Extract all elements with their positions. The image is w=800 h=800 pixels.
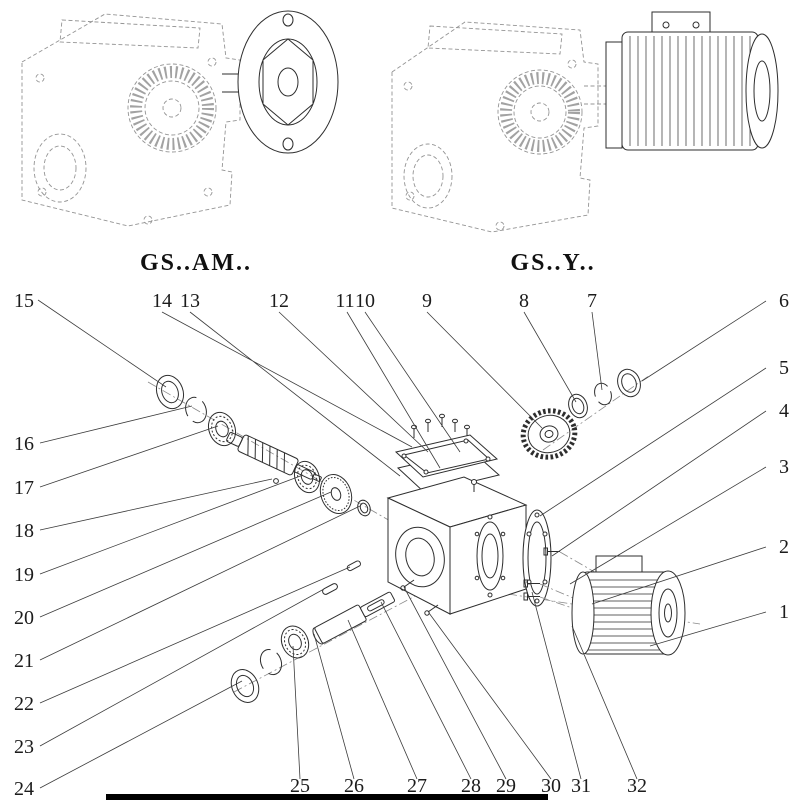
motor-adapter-flange <box>522 509 552 607</box>
motor-assembled <box>605 11 779 151</box>
callout-numbers: 1 2 3 4 5 6 7 8 9 10 11 12 13 14 15 16 1… <box>14 290 789 800</box>
model-label-gsam: GS..AM.. <box>140 250 252 276</box>
cover-bolts <box>411 413 470 438</box>
callout-29: 29 <box>496 775 516 797</box>
worm-pin <box>273 478 279 484</box>
callout-16: 16 <box>14 433 34 455</box>
callout-30: 30 <box>541 775 561 797</box>
gear-spacer-ring <box>568 393 588 419</box>
callout-9: 9 <box>422 290 432 312</box>
callout-23: 23 <box>14 736 34 758</box>
adapter-bolts <box>523 547 599 611</box>
callout-20: 20 <box>14 607 34 629</box>
callout-11: 11 <box>335 290 354 312</box>
helical-gear <box>520 408 578 460</box>
callout-1: 1 <box>779 601 789 623</box>
callout-7: 7 <box>587 290 597 312</box>
output-flange <box>237 10 339 154</box>
callout-2: 2 <box>779 536 789 558</box>
spacer-ring-small <box>357 499 371 517</box>
callout-22: 22 <box>14 693 34 715</box>
callout-19: 19 <box>14 564 34 586</box>
motor <box>571 555 686 656</box>
callout-15: 15 <box>14 290 34 312</box>
input-retaining-ring <box>185 396 207 424</box>
gear-end-ring <box>617 368 641 398</box>
output-retaining-ring <box>259 648 283 676</box>
input-bearing-front <box>207 411 237 447</box>
output-shaft <box>312 591 395 645</box>
callout-24: 24 <box>14 778 34 800</box>
gearbox-assembly-right <box>391 21 608 233</box>
callout-3: 3 <box>779 456 789 478</box>
callout-25: 25 <box>290 775 310 797</box>
callout-17: 17 <box>14 477 34 499</box>
housing-cover-plate <box>394 434 499 478</box>
callout-8: 8 <box>519 290 529 312</box>
callout-21: 21 <box>14 650 34 672</box>
callout-26: 26 <box>344 775 364 797</box>
callout-18: 18 <box>14 520 34 542</box>
output-bearing <box>280 625 310 659</box>
callout-12: 12 <box>269 290 289 312</box>
output-oil-seal <box>230 669 260 703</box>
callout-5: 5 <box>779 357 789 379</box>
output-shaft-key <box>322 583 338 595</box>
callout-31: 31 <box>571 775 591 797</box>
gearbox-assembly-left <box>21 13 241 227</box>
callout-28: 28 <box>461 775 481 797</box>
callout-32: 32 <box>627 775 647 797</box>
callout-6: 6 <box>779 290 789 312</box>
gear-retaining-ring <box>594 382 612 406</box>
input-oil-seal <box>155 374 185 410</box>
model-label-gsy: GS..Y.. <box>510 250 595 276</box>
callout-27: 27 <box>407 775 427 797</box>
callout-14: 14 <box>152 290 172 312</box>
oil-slinger-disc <box>319 474 353 514</box>
bottom-crop-bar <box>106 794 548 800</box>
callout-4: 4 <box>779 400 789 422</box>
gear-housing <box>386 476 528 615</box>
callout-13: 13 <box>180 290 200 312</box>
dowel-pin <box>346 560 361 572</box>
leader-lines <box>37 299 767 789</box>
callout-10: 10 <box>355 290 375 312</box>
worm-shaft <box>226 432 322 482</box>
input-bearing-rear <box>293 460 321 494</box>
